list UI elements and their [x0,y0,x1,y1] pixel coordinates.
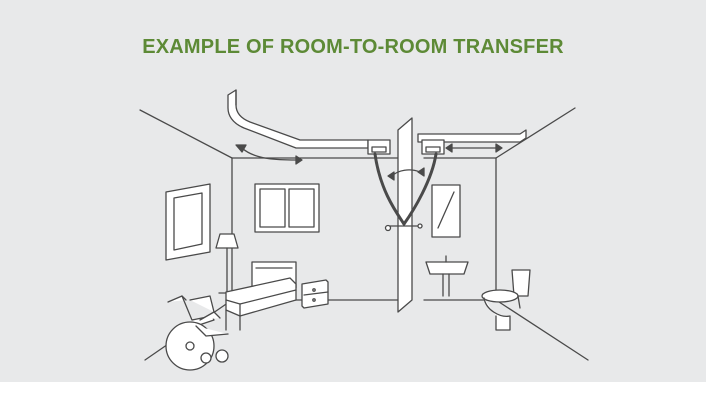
framed-picture [166,184,210,260]
toilet [482,270,530,330]
sink [426,256,468,296]
wheelchair [166,296,228,370]
floor-lamp [216,234,238,293]
lift-motor-right [422,140,444,154]
track-arrow-icon [446,144,502,152]
wall-mirror [432,185,460,237]
lift-motor-left [368,140,390,154]
ceiling-rail-left [228,90,368,148]
bed [226,262,296,330]
rotation-arrow-icon [236,145,302,164]
nightstand [302,280,328,308]
window [255,184,319,232]
